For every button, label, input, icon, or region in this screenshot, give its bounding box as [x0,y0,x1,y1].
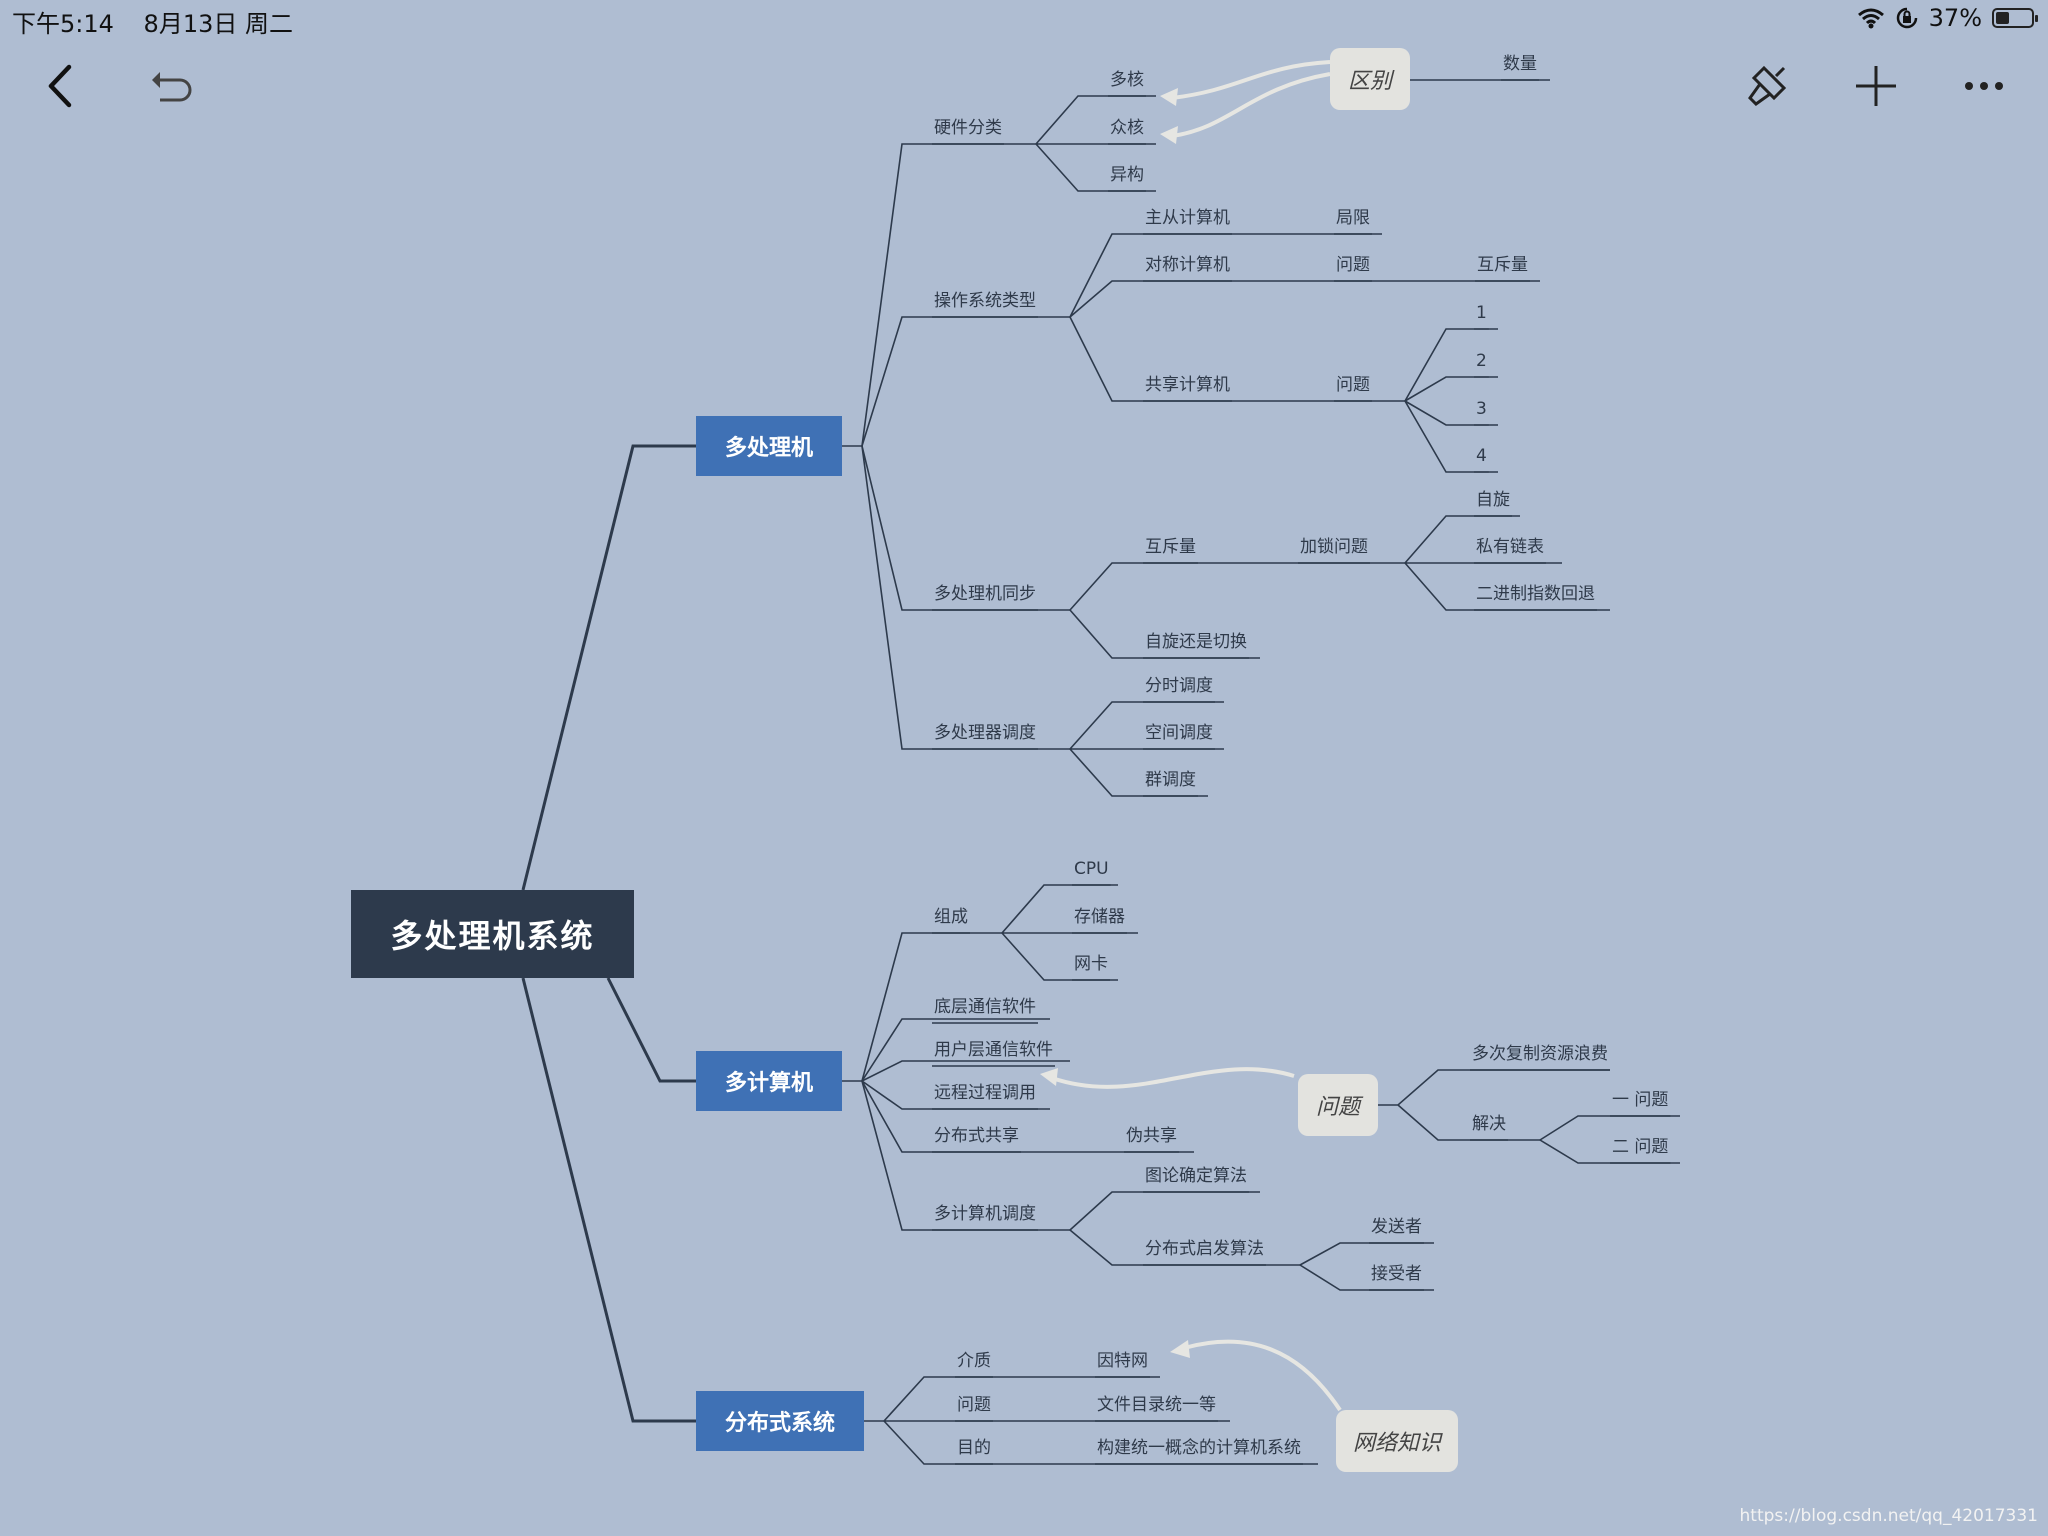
battery-percent: 37% [1928,4,1982,32]
node-nic[interactable]: 网卡 [1074,954,1108,974]
orientation-lock-icon [1896,7,1917,29]
node-memory[interactable]: 存储器 [1074,907,1125,927]
node-dsm[interactable]: 分布式共享 [934,1126,1019,1146]
paint-brush-icon [1748,65,1787,106]
node-space-sched[interactable]: 空间调度 [1145,723,1213,743]
node-os-types[interactable]: 操作系统类型 [934,291,1036,311]
branch-multicomputer[interactable]: 多计算机 [696,1051,842,1111]
branch-multiprocessor[interactable]: 多处理机 [696,416,842,476]
callout-lines [1040,60,1680,1412]
node-backoff[interactable]: 二进制指数回退 [1476,584,1595,604]
node-user-comm[interactable]: 用户层通信软件 [934,1040,1053,1060]
node-graph-algo[interactable]: 图论确定算法 [1145,1166,1247,1186]
node-symmetric[interactable]: 对称计算机 [1145,255,1230,275]
node-master-slave[interactable]: 主从计算机 [1145,208,1230,228]
status-bar: 下午5:14 8月13日 周二 37% [0,0,2048,40]
node-sender[interactable]: 发送者 [1371,1217,1422,1237]
node-internet[interactable]: 因特网 [1097,1351,1148,1371]
node-false-sharing[interactable]: 伪共享 [1126,1126,1177,1146]
branch-distributed[interactable]: 分布式系统 [696,1391,864,1451]
more-button[interactable] [1956,58,2012,114]
battery-level [1996,12,2009,24]
node-heterogeneous[interactable]: 异构 [1110,165,1144,185]
connector-root-b2 [606,977,696,1083]
connector-root-b1 [521,444,696,891]
plus-icon [1856,66,1896,106]
node-medium[interactable]: 介质 [957,1351,991,1371]
callout-network-knowledge[interactable]: 网络知识 [1336,1410,1458,1472]
status-left: 下午5:14 8月13日 周二 [12,4,315,39]
battery-icon [1992,8,2038,28]
node-timesharing[interactable]: 分时调度 [1145,676,1213,696]
node-ds-problem[interactable]: 问题 [957,1395,991,1415]
undo-button[interactable] [144,58,200,114]
node-rpc[interactable]: 远程过程调用 [934,1083,1036,1103]
node-cpu[interactable]: CPU [1074,859,1109,879]
node-shared-problem[interactable]: 问题 [1336,375,1370,395]
status-right: 37% [1857,4,2038,32]
node-mp-sched[interactable]: 多处理器调度 [934,723,1036,743]
node-goal[interactable]: 目的 [957,1438,991,1458]
node-quantity[interactable]: 数量 [1503,54,1537,74]
node-gang-sched[interactable]: 群调度 [1145,770,1196,790]
callout-difference[interactable]: 区别 [1330,48,1410,110]
node-mc-sched[interactable]: 多计算机调度 [934,1204,1036,1224]
watermark: https://blog.csdn.net/qq_42017331 [1739,1506,2038,1526]
node-solution[interactable]: 解决 [1472,1114,1506,1134]
connector-root-b3 [521,977,696,1423]
node-composition[interactable]: 组成 [934,907,968,927]
node-unified-dir[interactable]: 文件目录统一等 [1097,1395,1216,1415]
node-hardware[interactable]: 硬件分类 [934,118,1002,138]
node-resource-waste[interactable]: 多次复制资源浪费 [1472,1044,1608,1064]
wifi-icon [1857,8,1884,29]
node-num-1[interactable]: 1 [1476,303,1487,323]
node-receiver[interactable]: 接受者 [1371,1264,1422,1284]
node-shared[interactable]: 共享计算机 [1145,375,1230,395]
node-sym-problem[interactable]: 问题 [1336,255,1370,275]
node-multicore[interactable]: 多核 [1110,70,1144,90]
ellipsis-icon [1965,82,2003,90]
node-num-3[interactable]: 3 [1476,399,1487,419]
node-mutex-2[interactable]: 互斥量 [1145,537,1196,557]
status-time: 下午5:14 [12,10,114,38]
format-button[interactable] [1740,58,1796,114]
callout-problem[interactable]: 问题 [1298,1074,1378,1136]
node-manycore[interactable]: 众核 [1110,118,1144,138]
node-num-2[interactable]: 2 [1476,351,1487,371]
node-sync[interactable]: 多处理机同步 [934,584,1036,604]
node-spin-or-switch[interactable]: 自旋还是切换 [1145,632,1247,652]
node-low-comm[interactable]: 底层通信软件 [934,997,1036,1017]
status-date: 8月13日 周二 [143,10,293,38]
chevron-left-icon [48,64,72,108]
node-spin[interactable]: 自旋 [1476,490,1510,510]
root-topic[interactable]: 多处理机系统 [351,890,634,978]
node-unified-system[interactable]: 构建统一概念的计算机系统 [1097,1437,1301,1458]
back-button[interactable] [32,58,88,114]
node-problem-two[interactable]: 二 问题 [1612,1137,1668,1157]
add-button[interactable] [1848,58,1904,114]
node-num-4[interactable]: 4 [1476,446,1487,466]
node-private-list[interactable]: 私有链表 [1476,537,1544,557]
node-heuristic-algo[interactable]: 分布式启发算法 [1145,1239,1264,1259]
undo-icon [152,72,192,102]
branch-multiprocessor-lines [842,95,1610,797]
node-lock-problem[interactable]: 加锁问题 [1300,537,1368,557]
node-limitation[interactable]: 局限 [1336,208,1370,228]
node-mutex-1[interactable]: 互斥量 [1477,255,1528,275]
node-problem-one[interactable]: 一 问题 [1612,1090,1668,1110]
